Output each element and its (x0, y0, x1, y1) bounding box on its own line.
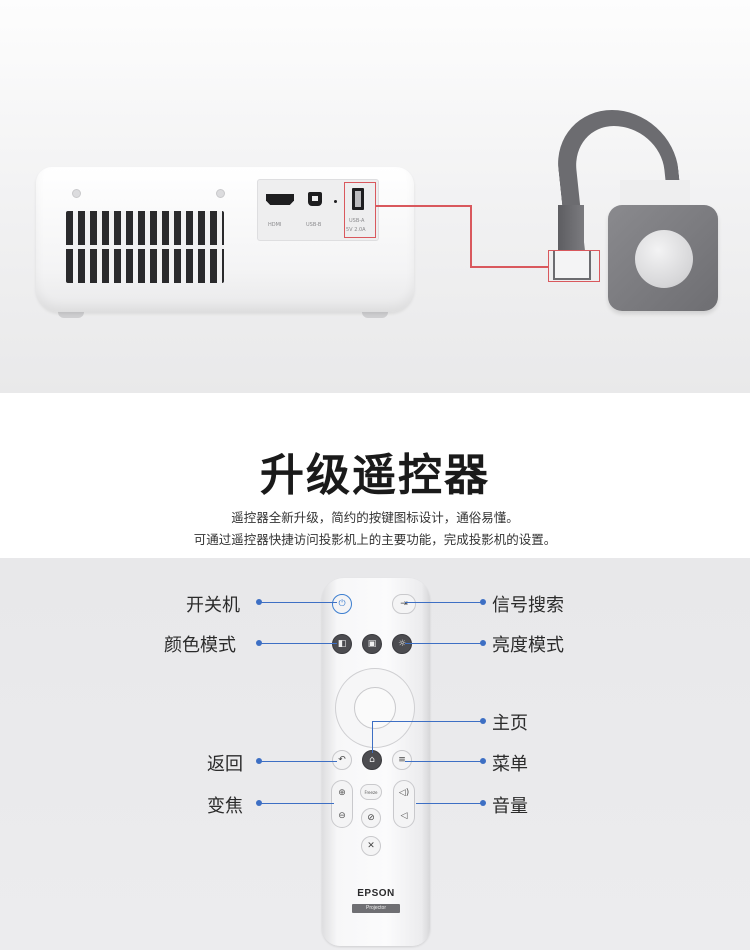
freeze-label: Freeze (364, 789, 378, 795)
volume-rocker[interactable]: ◁) ◁ (393, 780, 415, 828)
usb-a-spec-label: 5V 2.0A (346, 227, 366, 233)
callout-home: 主页 (492, 713, 528, 734)
dongle-highlight-box (548, 250, 600, 282)
status-led (334, 200, 337, 203)
brightness-mode-button[interactable]: ☼ (392, 634, 412, 654)
color-mode-icon: ◧ (337, 639, 347, 649)
wireless-dongle (608, 205, 718, 311)
callout-dot (480, 599, 486, 605)
callout-line (372, 720, 482, 722)
dongle-neck (558, 205, 584, 253)
callout-dot (480, 800, 486, 806)
menu-icon: ≡ (398, 755, 406, 765)
product-photo: HDMI USB-B USB-A 5V 2.0A (0, 0, 750, 393)
usb-b-label: USB-B (306, 222, 322, 228)
brand-logo: EPSON (357, 888, 395, 899)
zoom-in-icon: ⊕ (338, 787, 346, 798)
callout-brightness-mode: 亮度模式 (492, 635, 564, 656)
projector-body: HDMI USB-B USB-A 5V 2.0A (36, 167, 414, 312)
back-icon: ↶ (338, 755, 346, 765)
callout-line (259, 802, 334, 804)
usb-b-port (308, 192, 322, 206)
description-line: 可通过遥控器快捷访问投影机上的主要功能，完成投影机的设置。 (193, 532, 557, 547)
remote-control: ⏻ ⇥ ◧ ▣ ☼ ↶ ⌂ ≡ ⊕ ⊖ (322, 578, 430, 946)
callout-menu: 菜单 (492, 754, 528, 775)
model-tag: Projector (352, 904, 400, 913)
brightness-mode-icon: ☼ (397, 639, 407, 649)
source-search-icon: ⇥ (400, 599, 408, 609)
callout-line (405, 601, 483, 603)
direction-pad[interactable] (335, 668, 415, 748)
callout-source-search: 信号搜索 (492, 595, 564, 616)
mute-button[interactable]: ✕ (361, 836, 381, 856)
home-button[interactable]: ⌂ (362, 750, 382, 770)
mute-icon: ✕ (367, 841, 375, 851)
highlight-connector (470, 205, 472, 267)
dongle-usb-plug (553, 250, 591, 280)
hdmi-port (266, 194, 294, 205)
description-line: 遥控器全新升级，简约的按键图标设计，通俗易懂。 (231, 510, 519, 525)
dongle-button (635, 230, 693, 288)
callout-zoom: 变焦 (207, 796, 243, 817)
callout-line (259, 601, 337, 603)
aspect-icon: ▣ (367, 639, 377, 649)
callout-line (259, 760, 337, 762)
home-icon: ⌂ (369, 755, 375, 765)
usb-a-port (352, 188, 364, 210)
highlight-connector (376, 205, 471, 207)
usb-a-label: USB-A (349, 218, 365, 224)
screw (72, 189, 81, 198)
callout-line (405, 642, 483, 644)
power-button[interactable]: ⏻ (332, 594, 352, 614)
screw (216, 189, 225, 198)
callout-line (259, 642, 337, 644)
menu-button[interactable]: ≡ (392, 750, 412, 770)
usb-a-highlight-box (344, 182, 376, 238)
remote-section: ⏻ ⇥ ◧ ▣ ☼ ↶ ⌂ ≡ ⊕ ⊖ (0, 558, 750, 950)
back-button[interactable]: ↶ (332, 750, 352, 770)
callout-line (416, 802, 483, 804)
port-panel: HDMI USB-B USB-A 5V 2.0A (257, 179, 379, 241)
callout-volume: 音量 (492, 796, 528, 817)
aspect-button[interactable]: ▣ (362, 634, 382, 654)
av-mute-button[interactable]: ⊘ (361, 808, 381, 828)
volume-up-icon: ◁) (398, 787, 410, 798)
freeze-button[interactable]: Freeze (360, 784, 382, 800)
callout-dot (480, 640, 486, 646)
hdmi-label: HDMI (268, 222, 282, 228)
callout-color-mode: 颜色模式 (164, 635, 236, 656)
title-section: 升级遥控器 遥控器全新升级，简约的按键图标设计，通俗易懂。 可通过遥控器快捷访问… (0, 393, 750, 558)
power-icon: ⏻ (338, 599, 346, 609)
color-mode-button[interactable]: ◧ (332, 634, 352, 654)
av-mute-icon: ⊘ (367, 813, 375, 823)
page-title: 升级遥控器 (260, 450, 490, 501)
callout-dot (480, 718, 486, 724)
zoom-rocker[interactable]: ⊕ ⊖ (331, 780, 353, 828)
callout-dot (480, 758, 486, 764)
highlight-connector (470, 266, 548, 268)
callout-line (405, 760, 483, 762)
source-search-button[interactable]: ⇥ (392, 594, 416, 614)
volume-down-icon: ◁ (400, 810, 408, 821)
zoom-out-icon: ⊖ (338, 810, 346, 821)
callout-power: 开关机 (186, 595, 240, 616)
callout-line (372, 721, 374, 753)
callout-back: 返回 (207, 754, 243, 775)
enter-button[interactable] (354, 687, 396, 729)
